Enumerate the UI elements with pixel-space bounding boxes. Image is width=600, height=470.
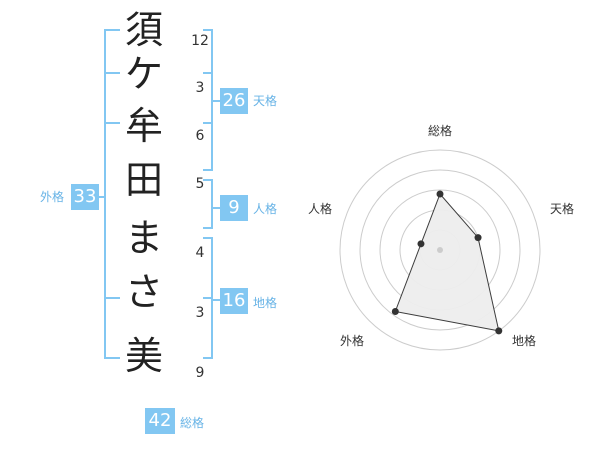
jinkaku-bracket <box>203 179 213 229</box>
stroke-count-3: 6 <box>195 128 205 144</box>
bracket-lines <box>98 29 220 359</box>
gaikaku-value-badge: 33 <box>71 184 99 210</box>
radar-polygon <box>394 193 500 332</box>
gaikaku-label: 外格 <box>40 190 65 204</box>
tenkaku-bracket <box>203 29 213 171</box>
jinkaku-label: 人格 <box>253 202 278 216</box>
radar-label-gaikaku: 外格 <box>340 333 364 348</box>
name-char-6: さ <box>124 270 163 314</box>
radar-points <box>391 190 503 335</box>
stroke-count-1: 12 <box>191 33 209 49</box>
soukaku-label: 総格 <box>180 416 205 430</box>
tenkaku-label: 天格 <box>253 94 278 108</box>
radar-point-tenkaku <box>474 234 482 242</box>
chikaku-value-badge: 16 <box>220 288 248 314</box>
soukaku-value-badge: 42 <box>145 408 175 434</box>
radar-label-soukaku: 総格 <box>428 123 452 138</box>
radar-ring-4 <box>359 169 521 331</box>
radar-point-chikaku <box>495 327 503 335</box>
tenkaku-value-badge: 26 <box>220 88 248 114</box>
radar-label-tenkaku: 天格 <box>550 201 574 216</box>
name-char-7: 美 <box>124 334 163 378</box>
radar-point-jinkaku <box>417 240 425 248</box>
radar-chart: 総格 天格 地格 外格 人格 <box>308 123 574 351</box>
radar-ring-5 <box>339 149 541 351</box>
name-char-2: ケ <box>124 52 163 96</box>
radar-point-gaikaku <box>391 307 399 315</box>
stroke-count-2: 3 <box>195 80 205 96</box>
name-char-4: 田 <box>124 158 163 202</box>
jinkaku-value-badge: 9 <box>220 195 248 221</box>
name-char-3: 牟 <box>124 104 163 148</box>
gaikaku-bracket <box>104 29 120 359</box>
radar-point-soukaku <box>436 190 444 198</box>
name-char-5: ま <box>124 216 163 260</box>
chikaku-label: 地格 <box>253 296 278 310</box>
stroke-count-4: 5 <box>195 176 205 192</box>
stroke-count-6: 3 <box>195 305 205 321</box>
name-char-1: 須 <box>124 8 163 52</box>
radar-center-dot <box>437 247 443 253</box>
radar-label-chikaku: 地格 <box>512 333 536 348</box>
stroke-count-7: 9 <box>195 365 205 381</box>
stroke-count-5: 4 <box>195 245 205 261</box>
radar-label-jinkaku: 人格 <box>308 201 332 216</box>
